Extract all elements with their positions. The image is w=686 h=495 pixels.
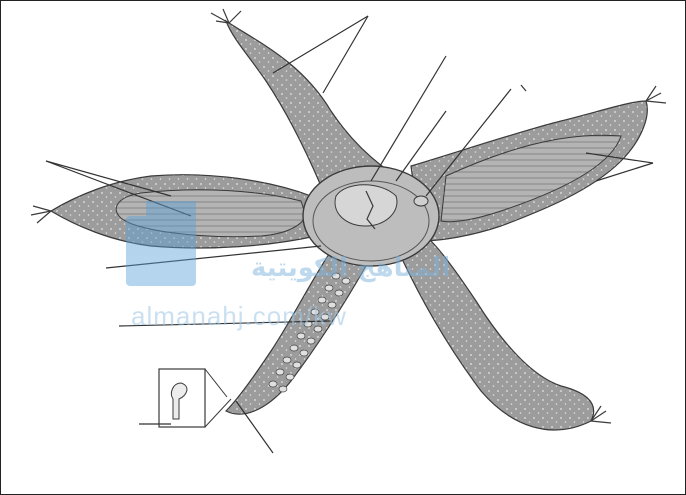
upper-arm-tip-icon (211, 9, 241, 23)
leader-upper-arm-spines-b (323, 16, 368, 93)
madreporite (414, 196, 428, 206)
leader-gonad (521, 85, 526, 91)
leader-upper-arm-spines-a (273, 16, 368, 73)
watermark-arabic: المناهج الكويتية (251, 253, 450, 283)
watermark-latin: almanahj.com/kw (131, 301, 347, 332)
left-arm-tip-icon (31, 206, 51, 223)
right-arm-tip-icon (646, 86, 666, 103)
tube-foot-ampulla-icon (159, 369, 231, 427)
upper-arm (226, 21, 396, 186)
